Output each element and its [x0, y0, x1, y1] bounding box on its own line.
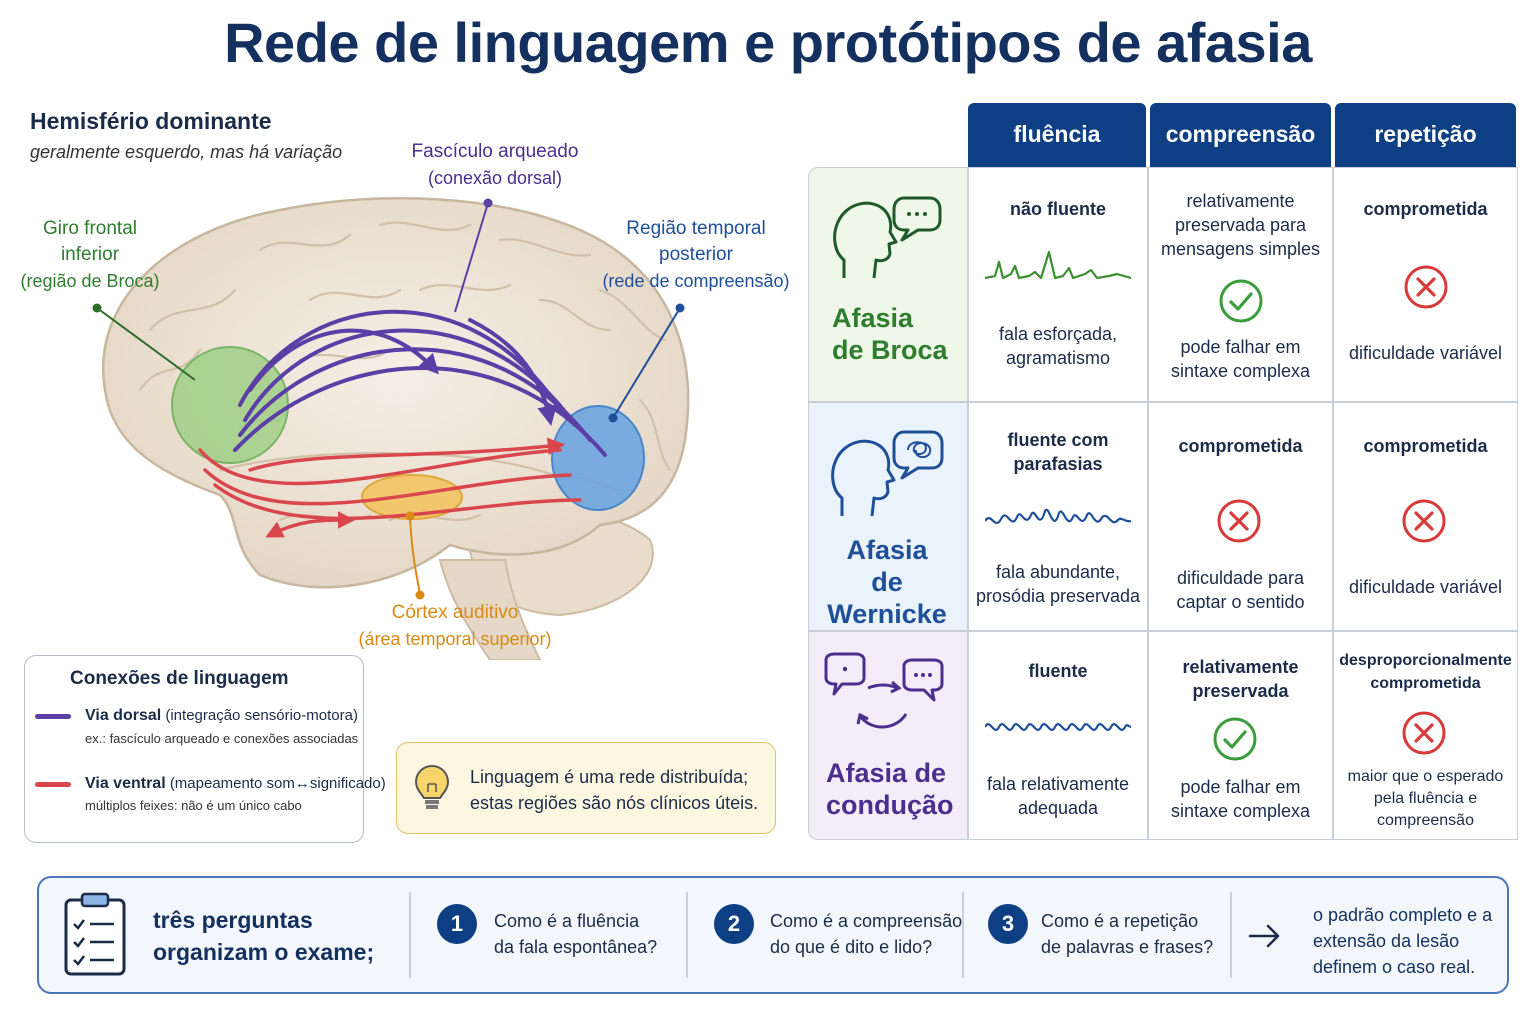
cross-icon — [1404, 265, 1448, 309]
wernicke-comp-top: comprometida — [1178, 436, 1303, 456]
broca-comp-top: relativamente preservada para mensagens … — [1160, 191, 1321, 259]
row-label-broca — [808, 167, 968, 402]
conduction-rep-top: desproporcionalmente comprometida — [1339, 652, 1512, 692]
wernicke-comp-bottom: dificuldade para captar o sentido — [1176, 568, 1305, 612]
dorsal-legend-label: Via dorsal (integração sensório-motora) — [85, 707, 358, 724]
brain-illustration — [92, 197, 690, 660]
bottom-intro: três perguntas organizam o exame; — [153, 907, 375, 965]
conduction-rep-bottom: maior que o esperado pela fluência e com… — [1347, 768, 1504, 829]
brain-stem — [438, 559, 542, 660]
broca-comp-bottom: pode falhar em sintaxe complexa — [1170, 337, 1311, 381]
hemisphere-subtitle: geralmente esquerdo, mas há variação — [30, 142, 343, 162]
conduction-comp-bottom: pode falhar em sintaxe complexa — [1170, 777, 1311, 821]
ventral-pathway — [198, 437, 582, 538]
divider — [1230, 892, 1232, 978]
temporal-region — [551, 405, 645, 511]
header-fluency: fluência — [968, 103, 1146, 167]
cell-wernicke-comprehension: comprometida dificuldade para captar o s… — [1148, 402, 1333, 631]
question-3-badge: 3 — [988, 904, 1028, 944]
cell-wernicke-fluency: fluente com parafasias fala abundante, p… — [968, 402, 1148, 631]
cross-icon — [1402, 499, 1446, 543]
auditory-label: Córtex auditivo (área temporal superior) — [358, 602, 552, 649]
tip-text: Linguagem é uma rede distribuída; estas … — [470, 767, 759, 813]
conduction-bubbles-icon — [824, 652, 944, 729]
page-title: Rede de linguagem e protótipos de afasia — [224, 11, 1312, 74]
dorsal-legend-swatch — [35, 714, 71, 719]
wernicke-fluency-top: fluente com parafasias — [1007, 430, 1109, 474]
divider — [962, 892, 964, 978]
question-2-text: Como é a compreensão do que é dito e lid… — [770, 911, 963, 957]
cell-broca-comprehension: relativamente preservada para mensagens … — [1148, 167, 1333, 402]
row-name-broca: Afasia de Broca — [832, 303, 948, 365]
temporal-label: Região temporal posterior (rede de compr… — [602, 218, 790, 291]
broca-fluency-top: não fluente — [1009, 199, 1106, 219]
head-confused-speech-icon — [831, 430, 944, 517]
header-comprehension: compreensão — [1150, 103, 1331, 167]
question-3-text: Como é a repetição de palavras e frases? — [1041, 911, 1214, 957]
conduction-fluency-bottom: fala relativamente adequada — [986, 774, 1130, 818]
check-icon — [1213, 717, 1257, 761]
broca-label: Giro frontal inferior (região de Broca) — [20, 218, 160, 291]
row-name-wernicke: Afasia de Wernicke — [827, 535, 947, 629]
legend-title: Conexões de linguagem — [70, 668, 289, 689]
cell-broca-fluency: não fluente fala esforçada, agramatismo — [968, 167, 1148, 402]
fluent-regular-wave-icon — [985, 723, 1131, 731]
cross-icon — [1217, 499, 1261, 543]
question-1-text: Como é a fluência da fala espontânea? — [494, 911, 658, 957]
arrow-right-icon — [1248, 924, 1280, 948]
ventral-legend-sub: múltiplos feixes: não é um único cabo — [85, 798, 302, 813]
cross-icon — [1402, 711, 1446, 755]
wernicke-rep-top: comprometida — [1363, 436, 1488, 456]
ventral-legend-swatch — [35, 782, 71, 787]
bottom-final: o padrão completo e a extensão da lesão … — [1313, 905, 1493, 977]
clipboard-icon — [64, 892, 126, 976]
hemisphere-title: Hemisfério dominante — [30, 108, 272, 134]
fluent-irregular-wave-icon — [985, 508, 1131, 525]
question-2-badge: 2 — [714, 904, 754, 944]
broca-rep-top: comprometida — [1363, 199, 1488, 219]
head-speech-icon — [833, 196, 942, 279]
arcuate-label: Fascículo arqueado (conexão dorsal) — [411, 141, 579, 188]
legend-box — [24, 655, 364, 843]
row-name-conduction: Afasia de condução — [826, 758, 954, 820]
wernicke-fluency-bottom: fala abundante, prosódia preservada — [975, 562, 1141, 606]
cell-conduction-comprehension: relativamente preservada pode falhar em … — [1148, 631, 1333, 840]
lightbulb-icon — [414, 764, 450, 809]
broken-speech-wave-icon — [985, 250, 1131, 280]
cell-conduction-fluency: fluente fala relativamente adequada — [968, 631, 1148, 840]
cell-conduction-repetition: desproporcionalmente comprometida maior … — [1333, 631, 1518, 840]
question-1-badge: 1 — [437, 904, 477, 944]
tip-box — [396, 742, 776, 834]
check-icon — [1219, 279, 1263, 323]
ventral-legend-label: Via ventral (mapeamento som↔significado) — [85, 775, 386, 792]
cell-broca-repetition: comprometida dificuldade variável — [1333, 167, 1518, 402]
dorsal-legend-sub: ex.: fascículo arqueado e conexões assoc… — [85, 731, 359, 746]
conduction-comp-top: relativamente preservada — [1182, 657, 1299, 701]
conduction-fluency-top: fluente — [1028, 661, 1088, 681]
divider — [409, 892, 411, 978]
cell-wernicke-repetition: comprometida dificuldade variável — [1333, 402, 1518, 631]
dorsal-pathway — [233, 309, 607, 457]
wernicke-rep-bottom: dificuldade variável — [1348, 577, 1503, 597]
divider — [686, 892, 688, 978]
broca-rep-bottom: dificuldade variável — [1348, 343, 1503, 363]
broca-fluency-bottom: fala esforçada, agramatismo — [998, 324, 1118, 368]
cerebrum — [102, 197, 690, 589]
header-repetition: repetição — [1335, 103, 1516, 167]
